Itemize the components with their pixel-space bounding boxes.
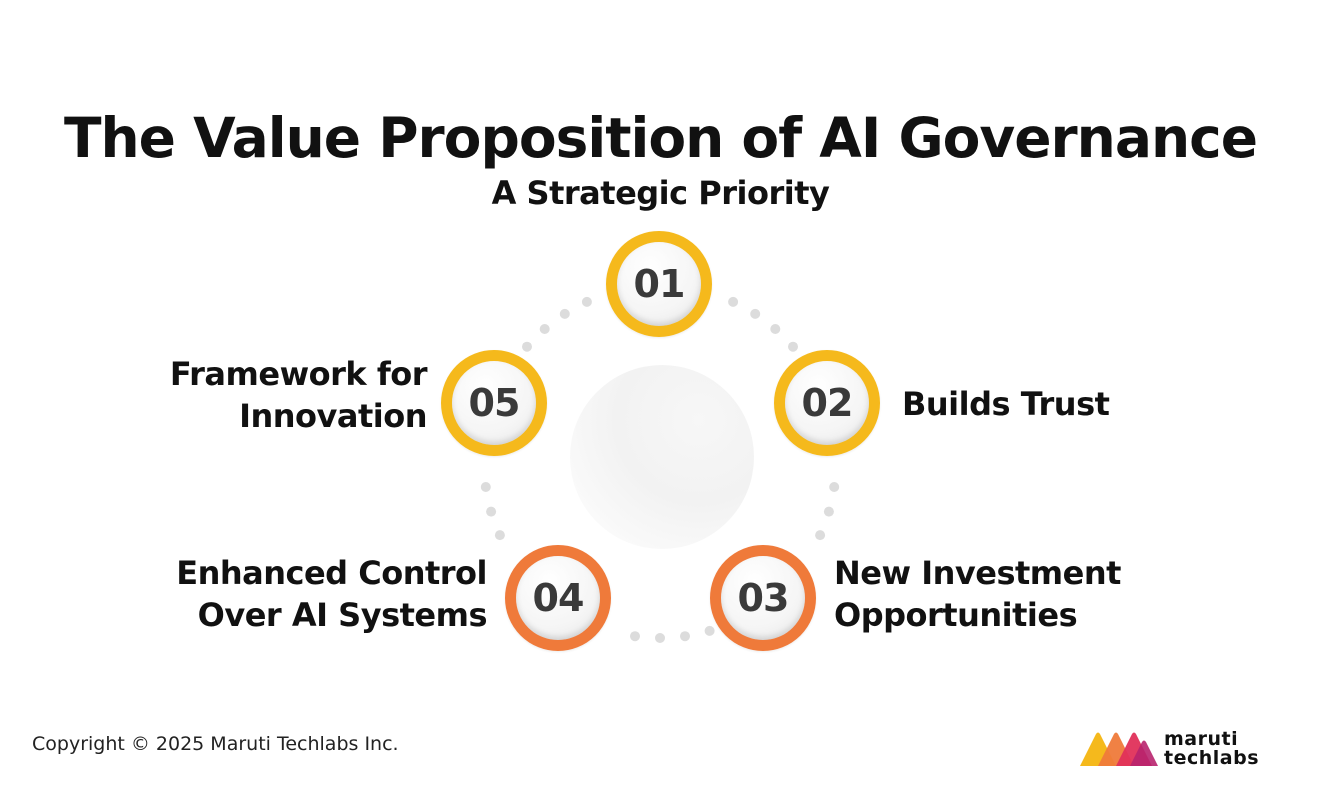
step-label-03: New Investment Opportunities	[834, 552, 1121, 636]
logo-wordmark: maruti techlabs	[1164, 730, 1259, 768]
step-label-line: New Investment	[834, 554, 1121, 592]
ring-dot	[728, 296, 739, 307]
step-label-line: Opportunities	[834, 596, 1078, 634]
copyright-text: Copyright © 2025 Maruti Techlabs Inc.	[32, 733, 399, 755]
ring-dot	[655, 633, 665, 643]
ring-dot	[823, 506, 834, 517]
step-label-04: Enhanced Control Over AI Systems	[100, 552, 487, 636]
ring-dot	[630, 631, 640, 642]
step-label-line: A Strategic Priority	[491, 174, 830, 212]
logo-line-2: techlabs	[1164, 747, 1260, 769]
ring-dot	[559, 308, 570, 319]
ring-dot	[480, 482, 491, 492]
page-title: The Value Proposition of AI Governance	[63, 105, 1258, 170]
step-label-01: A Strategic Priority	[0, 172, 1321, 214]
ring-dot	[522, 341, 532, 352]
step-label-line: Framework for	[169, 355, 428, 393]
ring-dot	[494, 530, 505, 541]
step-badge-03: 03	[710, 545, 816, 651]
center-disc	[570, 365, 754, 549]
ring-dot	[486, 506, 497, 517]
ring-dot	[829, 482, 840, 492]
ring-dot	[770, 324, 781, 334]
ring-dot	[750, 308, 761, 319]
ring-dot	[581, 296, 592, 307]
ring-dot	[704, 625, 715, 636]
step-label-line: Builds Trust	[902, 385, 1110, 423]
step-badge-05: 05	[441, 350, 547, 456]
step-badge-01: 01	[606, 231, 712, 337]
step-badge-02: 02	[774, 350, 880, 456]
logo-mark-icon	[1080, 732, 1158, 766]
ring-dot	[815, 530, 826, 541]
brand-logo: maruti techlabs	[1078, 728, 1278, 772]
step-label-line: Enhanced Control	[176, 554, 487, 592]
ring-dot	[680, 631, 690, 642]
logo-line-1: maruti	[1164, 728, 1239, 750]
step-label-line: Innovation	[239, 397, 427, 435]
ring-dot	[539, 324, 550, 334]
step-badge-04: 04	[505, 545, 611, 651]
ring-dot	[788, 341, 798, 352]
step-label-02: Builds Trust	[902, 383, 1110, 425]
step-label-line: Over AI Systems	[197, 596, 488, 634]
step-label-05: Framework for Innovation	[100, 353, 428, 437]
